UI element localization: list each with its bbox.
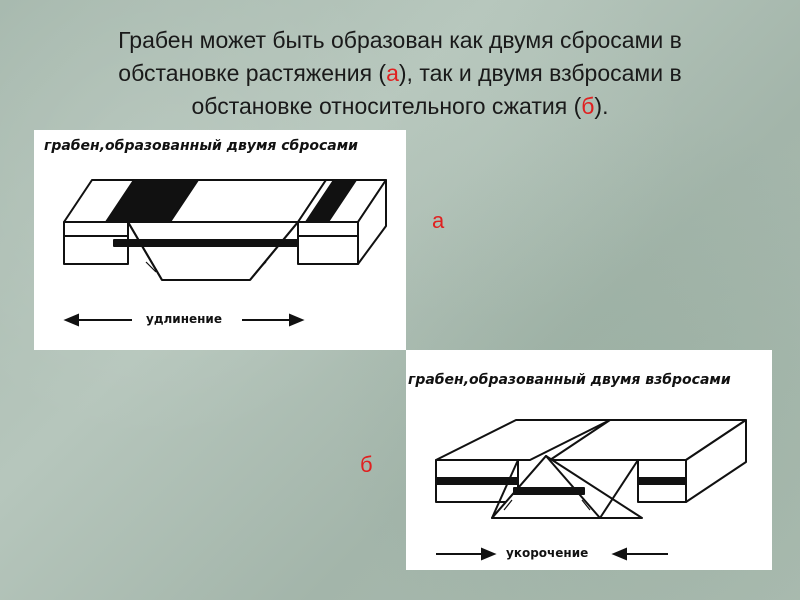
diagram-reverse-faults: грабен,образованный двумя взбросами <box>406 350 772 570</box>
arrow-right-head <box>611 547 627 561</box>
reverse-fault-graben-drawing <box>435 419 747 561</box>
arrow-left-head <box>481 547 497 561</box>
heading-line-3: обстановке относительного сжатия (б). <box>191 93 609 119</box>
panel-b-caption: укорочение <box>506 546 589 560</box>
slide-heading: Грабен может быть образован как двумя сб… <box>60 24 740 123</box>
extension-arrows <box>63 313 305 327</box>
label-a: а <box>432 208 445 233</box>
panel-a-caption: удлинение <box>146 312 222 326</box>
compression-arrows <box>436 547 668 561</box>
marker-layer-left <box>435 477 519 485</box>
label-b: б <box>360 452 373 477</box>
normal-fault-graben-drawing <box>63 179 387 327</box>
marker-layer-right <box>637 477 687 485</box>
panel-a-title: грабен,образованный двумя сбросами <box>44 138 358 154</box>
right-block-front <box>297 221 359 265</box>
arrow-left-head <box>63 313 79 327</box>
graben-wedge <box>127 221 299 281</box>
right-block-side <box>357 179 387 265</box>
marker-layer <box>113 239 299 247</box>
heading-line-1: Грабен может быть образован как двумя сб… <box>118 27 682 53</box>
panel-b-title: грабен,образованный двумя взбросами <box>408 372 731 388</box>
right-block-side <box>685 419 747 503</box>
heading-line-2: обстановке растяжения (а), так и двумя в… <box>118 60 682 86</box>
arrow-right-head <box>289 313 305 327</box>
diagram-normal-faults: грабен,образованный двумя сбросами <box>34 130 406 350</box>
marker-layer-center <box>513 487 585 495</box>
